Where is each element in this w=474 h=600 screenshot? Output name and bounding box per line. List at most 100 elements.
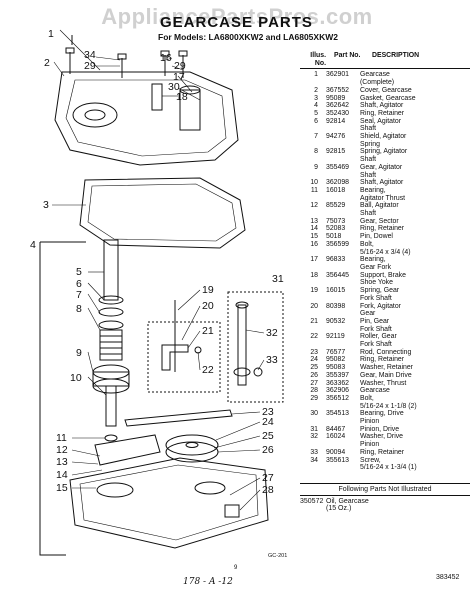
- part-description: Pinion: [360, 441, 380, 449]
- illus-no: 26: [310, 371, 318, 379]
- part-no: 92814: [326, 117, 346, 125]
- header-desc: DESCRIPTION: [372, 52, 420, 59]
- illus-no: [300, 341, 326, 349]
- connecting-rod: [124, 409, 233, 427]
- exploded-diagram: 1 2 3 4 5 6 7 8 9 10 11 12 13 14 15 16 1…: [30, 28, 284, 556]
- not-illustrated-heading: Following Parts Not Illustrated: [338, 486, 432, 493]
- part-no: 362906: [326, 387, 349, 395]
- illus-no: 23: [310, 348, 318, 356]
- gearcase-cover: [54, 71, 239, 166]
- part-no: 362098: [326, 179, 349, 187]
- part-no: 95082: [326, 356, 346, 364]
- callout-32: 32: [266, 327, 278, 339]
- part-no: 96833: [326, 256, 346, 264]
- part-description: Bolt,: [360, 394, 374, 402]
- header-part: Part No.: [334, 52, 361, 59]
- illus-no: [300, 210, 326, 218]
- part-description: Bearing,: [360, 256, 386, 264]
- part-description: Gear, Agitator: [360, 163, 403, 171]
- parts-row: Shoe Yoke: [300, 279, 470, 287]
- part-no: [326, 172, 360, 180]
- drive-pinion-box: [227, 291, 284, 403]
- callout-4: 4: [30, 239, 36, 251]
- parts-row: Fork Shaft: [300, 326, 470, 334]
- part-description: Gear, Sector: [360, 217, 399, 225]
- part-description: Fork, Agitator: [360, 302, 401, 310]
- illus-no: 17: [310, 256, 318, 264]
- illus-no: 30: [310, 410, 318, 418]
- part-no: 92119: [326, 333, 345, 341]
- illus-no: 4: [314, 102, 318, 110]
- callout-31: 31: [272, 273, 284, 285]
- watermark-logo: AppliancePartsPros.com: [101, 4, 373, 29]
- part-no: 356445: [326, 271, 349, 279]
- callout-5: 5: [76, 266, 82, 278]
- part-description: (Complete): [360, 79, 395, 87]
- illus-no: 16: [310, 240, 318, 248]
- part-description: Gear, Main Drive: [360, 371, 412, 379]
- callout-11: 11: [56, 432, 67, 444]
- part-no: 355397: [326, 371, 349, 379]
- illus-no: 14: [310, 225, 318, 233]
- callout-15: 15: [56, 482, 68, 494]
- part-no: 85529: [326, 202, 346, 210]
- part-description: Shaft, Agitator: [360, 179, 404, 187]
- part-description: Shield, Agitator: [360, 133, 407, 141]
- callout-27: 27: [262, 472, 274, 484]
- pinion-gear: [233, 367, 251, 377]
- parts-row: Gear Fork: [300, 264, 470, 272]
- part-no: [326, 326, 360, 334]
- illus-no: 27: [310, 379, 318, 387]
- part-description: Ball, Agitator: [360, 202, 399, 210]
- parts-row: Fork Shaft: [300, 341, 470, 349]
- part-description: Cover, Gearcase: [360, 86, 412, 94]
- part-description: Screw,: [360, 456, 381, 464]
- part-description: Agitator Thrust: [360, 194, 406, 202]
- part-description: Spring, Gear: [360, 287, 400, 295]
- illus-no: 11: [310, 186, 318, 194]
- gearcase-base: [69, 457, 269, 549]
- illus-no: 18: [310, 271, 318, 279]
- part-description: Gearcase: [360, 71, 390, 79]
- illus-no: 9: [314, 163, 318, 171]
- part-no: [326, 441, 360, 449]
- part-description: Fork Shaft: [360, 294, 392, 302]
- part-no: [326, 210, 360, 218]
- callout-22: 22: [202, 364, 214, 376]
- callout-3: 3: [43, 199, 49, 211]
- part-no: 16015: [326, 287, 346, 295]
- part-no: [326, 195, 360, 203]
- part-no: 90532: [326, 317, 346, 325]
- parts-row: Pinion: [300, 441, 470, 449]
- illus-no: [300, 279, 326, 287]
- part-no: 94276: [326, 133, 346, 141]
- parts-row: Shaft: [300, 210, 470, 218]
- part-no: 75073: [326, 217, 346, 225]
- part-description: (15 Oz.): [326, 505, 352, 512]
- illus-no: 20: [310, 302, 318, 310]
- callout-14: 14: [56, 469, 68, 481]
- part-description: Gasket, Gearcase: [360, 94, 416, 102]
- part-description: Gearcase: [360, 387, 390, 395]
- part-no: [326, 464, 360, 472]
- part-no: 95083: [326, 364, 346, 372]
- callout-29-right: 29: [174, 60, 186, 72]
- illus-no: [300, 264, 326, 272]
- illus-no: [300, 156, 326, 164]
- illus-no: [300, 326, 326, 334]
- part-description: Seal, Agitator: [360, 117, 401, 125]
- callout-34: 34: [84, 49, 96, 61]
- page-title: GEARCASE PARTS: [160, 14, 313, 31]
- illus-no: [300, 295, 326, 303]
- callout-1: 1: [48, 28, 54, 40]
